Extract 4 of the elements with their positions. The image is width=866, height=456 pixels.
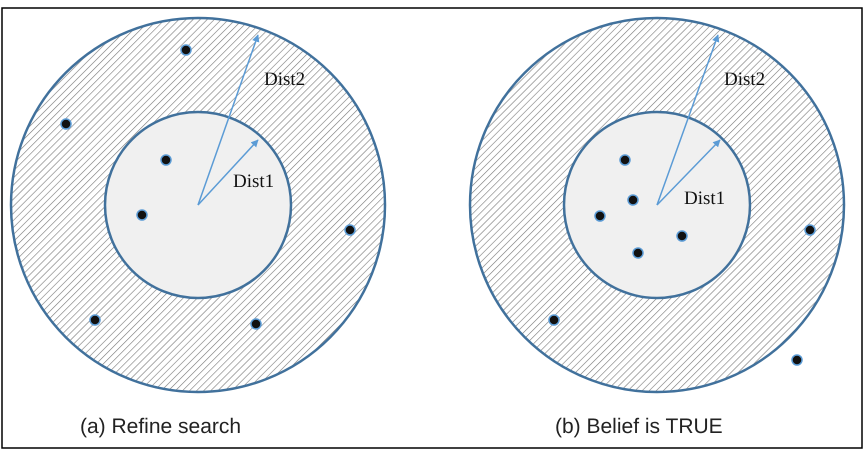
panel-caption: (a) Refine search: [80, 416, 242, 437]
radius-label: Dist1: [233, 172, 274, 191]
radius-label: Dist1: [684, 189, 726, 208]
panel-caption: (b) Belief is TRUE: [555, 416, 723, 437]
